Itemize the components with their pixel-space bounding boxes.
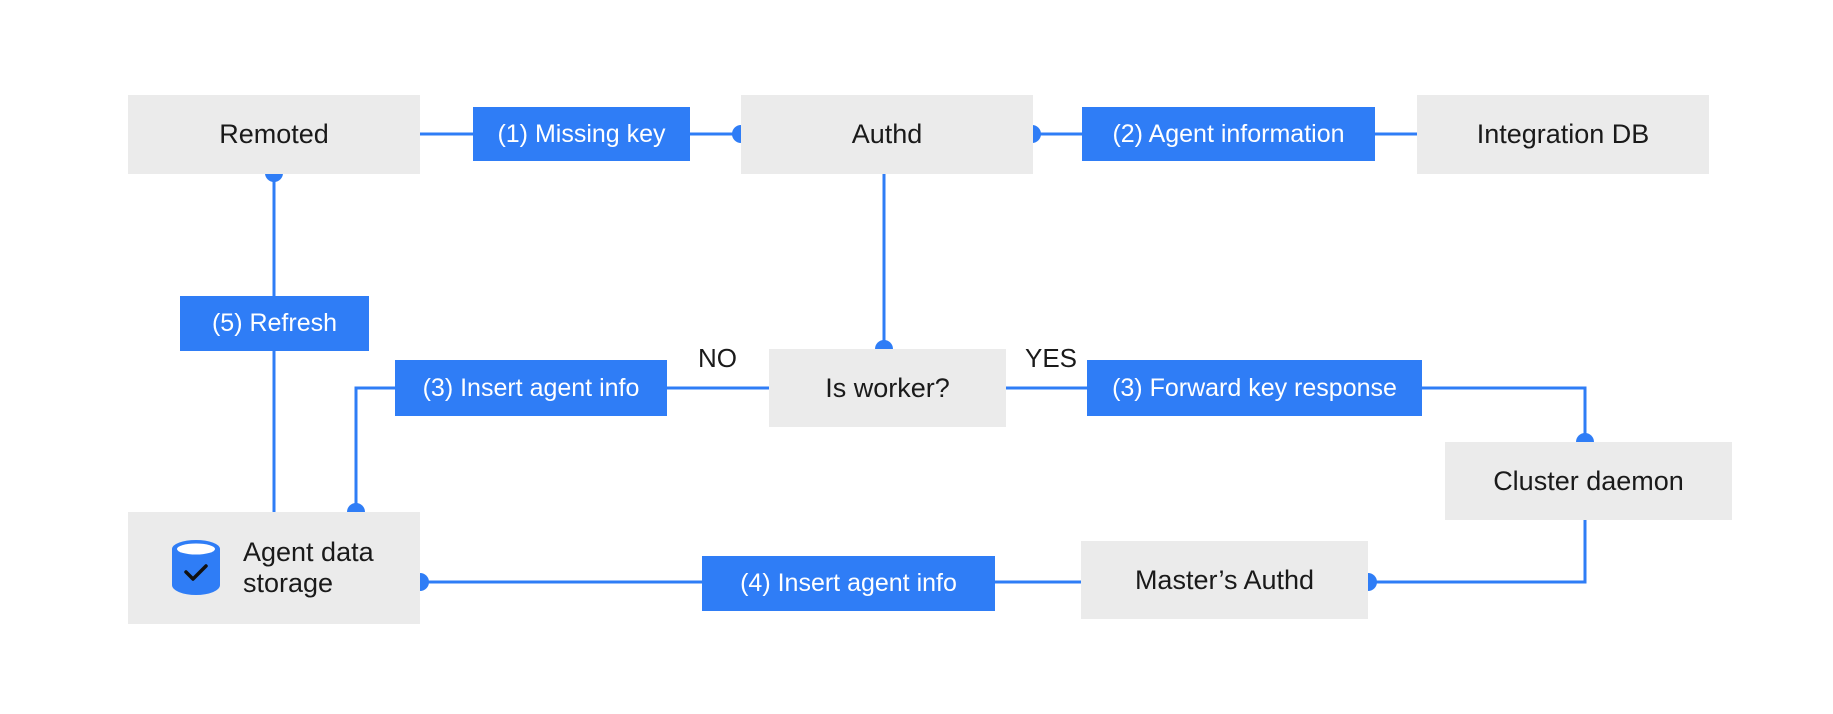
node-authd-label: Authd xyxy=(851,119,923,149)
edge-label-missing-key: (1) Missing key xyxy=(473,107,690,161)
storage-label-line1: Agent data xyxy=(243,537,374,567)
edge-label-agent-information: (2) Agent information xyxy=(1082,107,1375,161)
branch-yes-label: YES xyxy=(1025,343,1078,373)
edge-label-insert-agent-info-3-text: (3) Insert agent info xyxy=(422,373,640,402)
edge-label-insert-agent-info-4: (4) Insert agent info xyxy=(702,556,995,611)
node-agent-data-storage-label: Agent data storage xyxy=(243,537,374,599)
edge-label-refresh-text: (5) Refresh xyxy=(211,309,338,337)
node-integration-db-label: Integration DB xyxy=(1476,119,1650,149)
node-remoted: Remoted xyxy=(128,95,420,174)
node-agent-data-storage: Agent data storage xyxy=(128,512,420,624)
database-check-icon xyxy=(172,540,220,595)
node-masters-authd: Master’s Authd xyxy=(1081,541,1368,619)
edge-label-insert-agent-info-3: (3) Insert agent info xyxy=(395,360,667,416)
node-remoted-label: Remoted xyxy=(219,119,329,149)
node-cluster-daemon-label: Cluster daemon xyxy=(1493,465,1684,496)
edge-label-forward-key-response: (3) Forward key response xyxy=(1087,360,1422,416)
edge-label-insert-agent-info-4-text: (4) Insert agent info xyxy=(740,569,957,597)
edge-label-refresh: (5) Refresh xyxy=(180,296,369,351)
node-cluster-daemon: Cluster daemon xyxy=(1445,442,1732,520)
node-is-worker: Is worker? xyxy=(769,349,1006,427)
node-masters-authd-label: Master’s Authd xyxy=(1134,564,1315,595)
edge-label-agent-information-text: (2) Agent information xyxy=(1112,119,1345,148)
storage-label-line2: storage xyxy=(243,568,334,598)
edge-cluster-masters xyxy=(1368,520,1587,584)
node-is-worker-label: Is worker? xyxy=(825,372,950,403)
node-integration-db: Integration DB xyxy=(1417,95,1709,174)
edge-label-missing-key-text: (1) Missing key xyxy=(497,119,666,148)
edge-label-forward-key-response-text: (3) Forward key response xyxy=(1112,373,1397,402)
branch-no-label: NO xyxy=(698,343,737,373)
node-authd: Authd xyxy=(741,95,1033,174)
